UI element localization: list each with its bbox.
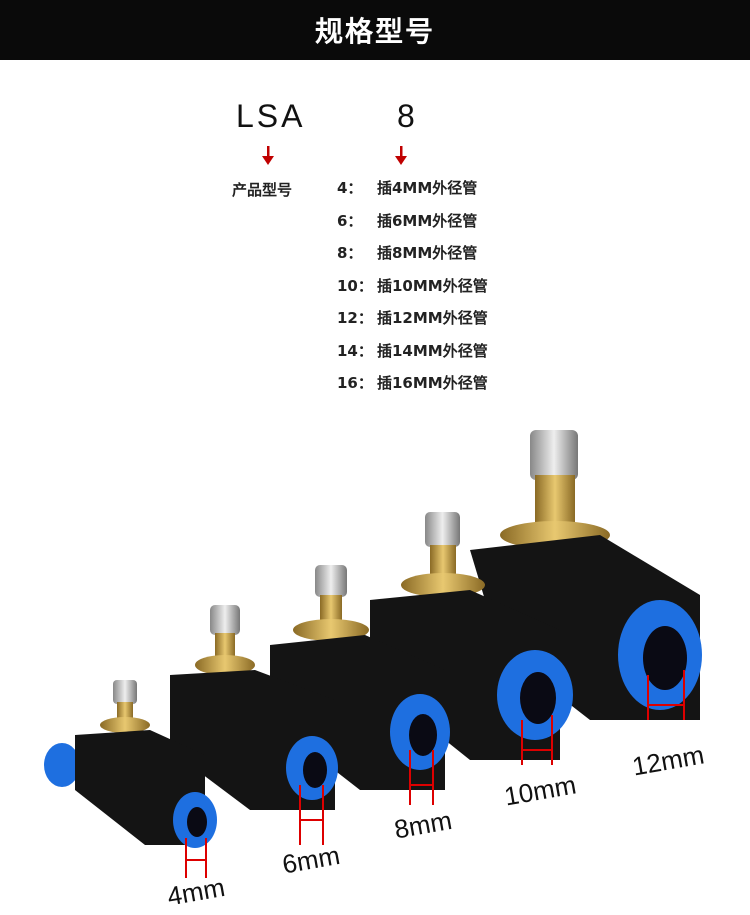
page-title: 规格型号	[314, 15, 435, 48]
arrow-down-icon	[262, 146, 274, 165]
size-option: 14：插14MM外径管	[337, 341, 488, 360]
size-code: 8	[397, 98, 418, 134]
series-label: 产品型号	[232, 181, 293, 199]
size-option-list: 4：插4MM外径管 6：插6MM外径管 8：插8MM外径管 10：插10MM外径…	[337, 178, 488, 406]
product-photo	[44, 430, 702, 878]
fitting-12mm	[470, 430, 702, 720]
size-option: 16：插16MM外径管	[337, 374, 488, 392]
size-option: 4：插4MM外径管	[337, 179, 478, 197]
size-option: 8：插8MM外径管	[337, 244, 478, 262]
size-option: 12：插12MM外径管	[337, 309, 488, 327]
arrow-down-icon	[395, 146, 407, 165]
fitting-4mm	[44, 680, 217, 878]
fitting-6mm	[170, 605, 338, 845]
size-option: 10：插10MM外径管	[337, 276, 488, 295]
fitting-10mm	[370, 512, 573, 765]
series-code: LSA	[236, 98, 306, 134]
size-option: 6：插6MM外径管	[337, 211, 478, 230]
title-bar: 规格型号	[0, 0, 750, 60]
